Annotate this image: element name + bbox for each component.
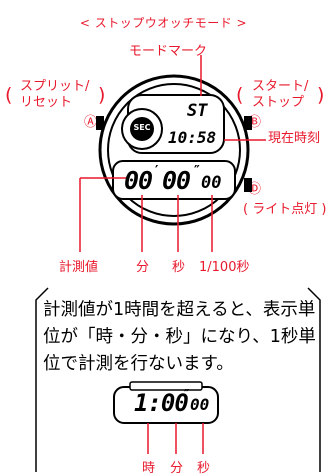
seconds-label: 秒 xyxy=(172,260,186,275)
note-frame xyxy=(35,287,321,472)
time-display: 10:58 xyxy=(168,128,217,147)
main-window xyxy=(112,160,236,200)
right-paren-close: ) xyxy=(317,84,325,106)
right-paren-open: ( xyxy=(236,84,244,106)
current-time-label: 現在時刻 xyxy=(268,131,321,146)
minutes-label: 分 xyxy=(136,260,150,275)
note-minute-label: 分 xyxy=(170,461,184,476)
sec-dial-center xyxy=(130,117,154,141)
button-a-marker: Ⓐ xyxy=(84,115,98,130)
button-a xyxy=(96,116,104,130)
button-b xyxy=(244,116,252,130)
sec-label: SEC xyxy=(133,123,151,132)
page-title: < ストップウオッチモード > xyxy=(79,16,248,30)
split-label: スプリット/ xyxy=(20,79,90,94)
button-d xyxy=(244,178,252,192)
measured-label: 計測値 xyxy=(59,260,99,275)
minute-mark: ′ xyxy=(155,164,159,179)
watch-illustration xyxy=(79,55,266,252)
note-display-small: 00 xyxy=(190,395,210,414)
mode-mark-label: モードマーク xyxy=(129,44,208,59)
left-paren-close: ) xyxy=(98,84,106,106)
second-mark: ″ xyxy=(194,164,200,179)
main-display-c: 00 xyxy=(201,173,222,193)
start-stop-label: スタート/ ストップ xyxy=(252,79,308,111)
main-display-a: 00 xyxy=(124,166,153,195)
note-hour-label: 時 xyxy=(142,461,156,476)
left-paren-open: ( xyxy=(5,84,13,106)
start-label: スタート/ xyxy=(252,79,309,94)
note-display: 1:00 xyxy=(134,389,189,417)
note-second-label: 秒 xyxy=(197,461,211,476)
note-second-mark: ″ xyxy=(184,387,190,401)
mode-display: ST xyxy=(187,101,208,121)
light-label: ( ライト点灯 ) xyxy=(243,202,327,217)
stop-label: ストップ xyxy=(252,95,305,110)
split-reset-label: スプリット/ リセット xyxy=(20,79,89,111)
note-text: 計測値が1時間を超えると、表示単位が「時・分・秒」になり、1秒単位で計測を行ない… xyxy=(43,300,316,374)
hundredths-label: 1/100秒 xyxy=(199,260,250,275)
reset-label: リセット xyxy=(20,95,73,110)
main-display-b: 00 xyxy=(162,166,191,195)
